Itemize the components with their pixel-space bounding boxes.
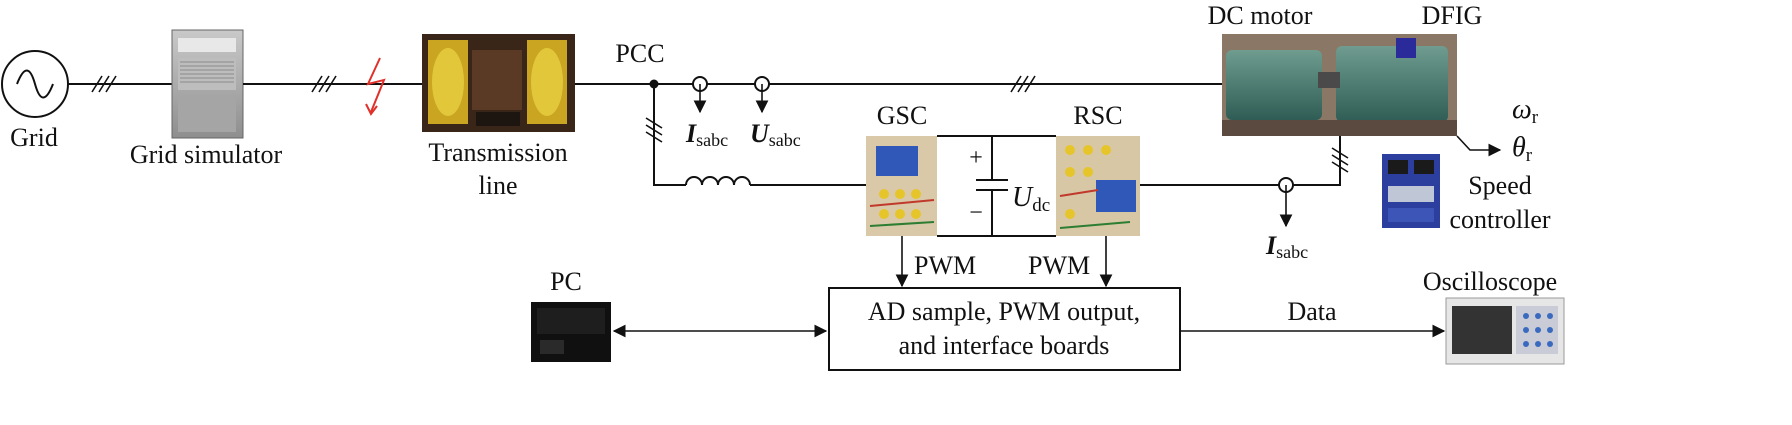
grid-simulator-image [171,29,244,139]
transmission-label-line2: line [479,171,518,200]
three-phase-mark [91,75,117,93]
board-label-line2: and interface boards [899,331,1110,360]
plus-sign: + [969,145,983,171]
pcc-label: PCC [615,39,664,68]
omega-label: ωr [1512,94,1539,128]
grid-label: Grid [10,123,58,152]
voltage-sensor-icon [754,76,770,114]
dc-motor-dfig-image [1222,34,1457,136]
minus-sign: − [969,200,983,226]
oscilloscope-image [1445,297,1565,365]
current-sensor-icon [1278,177,1294,228]
speed-controller-label-line2: controller [1449,205,1550,234]
u-sabc-label: Usabc [750,119,801,150]
i-sabc-label: Isabc [685,119,728,150]
data-label: Data [1287,297,1337,326]
oscilloscope-label: Oscilloscope [1423,267,1557,296]
current-sensor-icon [692,76,708,114]
dfig-label: DFIG [1422,1,1483,30]
line-pcc-filter [653,84,686,186]
capacitor-icon [976,136,1008,236]
controller-board-box [828,287,1181,371]
inductor-icon [685,176,751,186]
speed-controller-label-line1: Speed [1468,171,1532,200]
three-phase-mark [1331,147,1349,173]
rsc-label: RSC [1073,101,1122,130]
line-rsc-rotor [1140,136,1341,186]
pwm-label-right: PWM [1028,251,1090,280]
transmission-label-line1: Transmission [428,138,567,167]
three-phase-mark [311,75,337,93]
board-label-line1: AD sample, PWM output, [868,297,1140,326]
speed-controller-image [1382,154,1440,228]
gsc-label: GSC [877,101,928,130]
transmission-line-image [422,34,575,132]
rsc-image [1056,136,1140,236]
pwm-label-left: PWM [914,251,976,280]
pc-image [531,302,611,362]
theta-label: θr [1512,132,1533,166]
ac-source-icon [1,50,69,118]
gsc-image [866,136,937,236]
pc-label: PC [550,267,582,296]
grid-simulator-label: Grid simulator [130,140,283,169]
rotor-i-sabc-label: Isabc [1265,231,1308,262]
lightning-icon [365,57,386,116]
udc-label: Udc [1012,182,1050,216]
three-phase-mark [1010,75,1036,93]
speed-output-arrow [1456,135,1502,157]
dc-motor-label: DC motor [1208,1,1313,30]
